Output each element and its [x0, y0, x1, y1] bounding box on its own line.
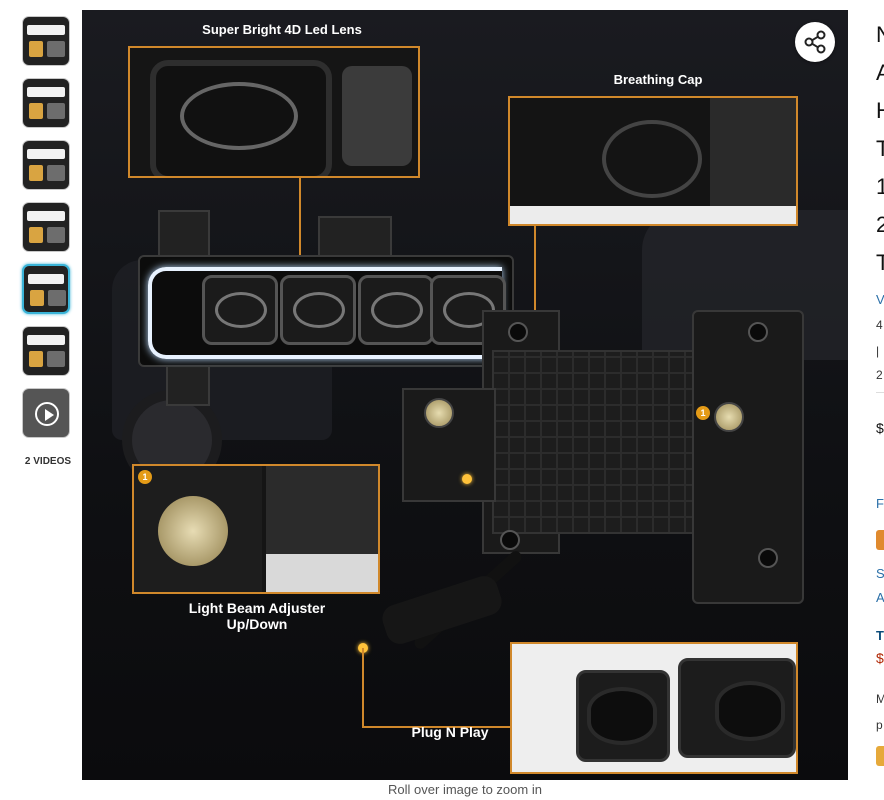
- sale-price: $: [876, 650, 884, 666]
- housing-back-plate: 1: [402, 310, 804, 604]
- returns-link[interactable]: A: [876, 590, 884, 605]
- shipping-link[interactable]: S: [876, 566, 884, 581]
- title-line-2: A: [876, 60, 884, 85]
- info-text-1: M: [876, 692, 884, 706]
- title-line-4: T: [876, 136, 884, 161]
- videos-count-label: 2 VIDEOS: [24, 456, 72, 467]
- promo-badge: [876, 746, 884, 766]
- separator-text: |: [876, 344, 880, 358]
- main-product-image[interactable]: Super Bright 4D Led Lens Breathing Cap: [82, 10, 848, 780]
- share-button[interactable]: [795, 22, 835, 62]
- cap-indicator-dot: [462, 474, 472, 484]
- thumbnail-6[interactable]: [22, 326, 70, 376]
- cap-callout-frame: [508, 96, 798, 226]
- title-line-6: 2: [876, 212, 884, 237]
- title-line-5: 1: [876, 174, 884, 199]
- info-text-2: p: [876, 718, 883, 732]
- thumbnail-5-selected[interactable]: [22, 264, 70, 314]
- plug-callout-label: Plug N Play: [411, 724, 489, 740]
- adjuster-badge: 1: [696, 406, 710, 420]
- thumbnail-3[interactable]: [22, 140, 70, 190]
- thumbnail-2[interactable]: [22, 78, 70, 128]
- price-text: $: [876, 420, 884, 436]
- drl-light-bar: [148, 267, 502, 359]
- adjuster-callout-frame: 1: [132, 464, 380, 594]
- details-link[interactable]: F: [876, 496, 884, 511]
- adjuster-callout-badge: 1: [138, 470, 152, 484]
- bought-text: 2: [876, 368, 883, 382]
- product-details-column: N A H T 1 2 T V 4 | 2 $ F S A T $ M p: [860, 10, 884, 800]
- plug-callout-frame: [510, 642, 798, 774]
- title-line-3: H: [876, 98, 884, 123]
- lens-callout-label: Super Bright 4D Led Lens: [202, 22, 362, 37]
- rating-text: 4: [876, 318, 883, 332]
- thumbnail-1[interactable]: [22, 16, 70, 66]
- headlight-assembly: [138, 255, 514, 367]
- title-line-1: N: [876, 22, 884, 47]
- cap-callout-label: Breathing Cap: [613, 72, 703, 87]
- deal-badge: [876, 530, 884, 550]
- thumbnail-4[interactable]: [22, 202, 70, 252]
- adjuster-callout-label: Light Beam Adjuster Up/Down: [188, 600, 326, 632]
- play-icon: [35, 402, 59, 426]
- store-link[interactable]: V: [876, 292, 884, 307]
- section-heading: T: [876, 628, 884, 643]
- thumbnail-video[interactable]: [22, 388, 70, 438]
- lens-callout-frame: [128, 46, 420, 178]
- title-line-7: T: [876, 250, 884, 275]
- share-icon: [804, 30, 826, 54]
- zoom-hint-caption: Roll over image to zoom in: [388, 782, 542, 797]
